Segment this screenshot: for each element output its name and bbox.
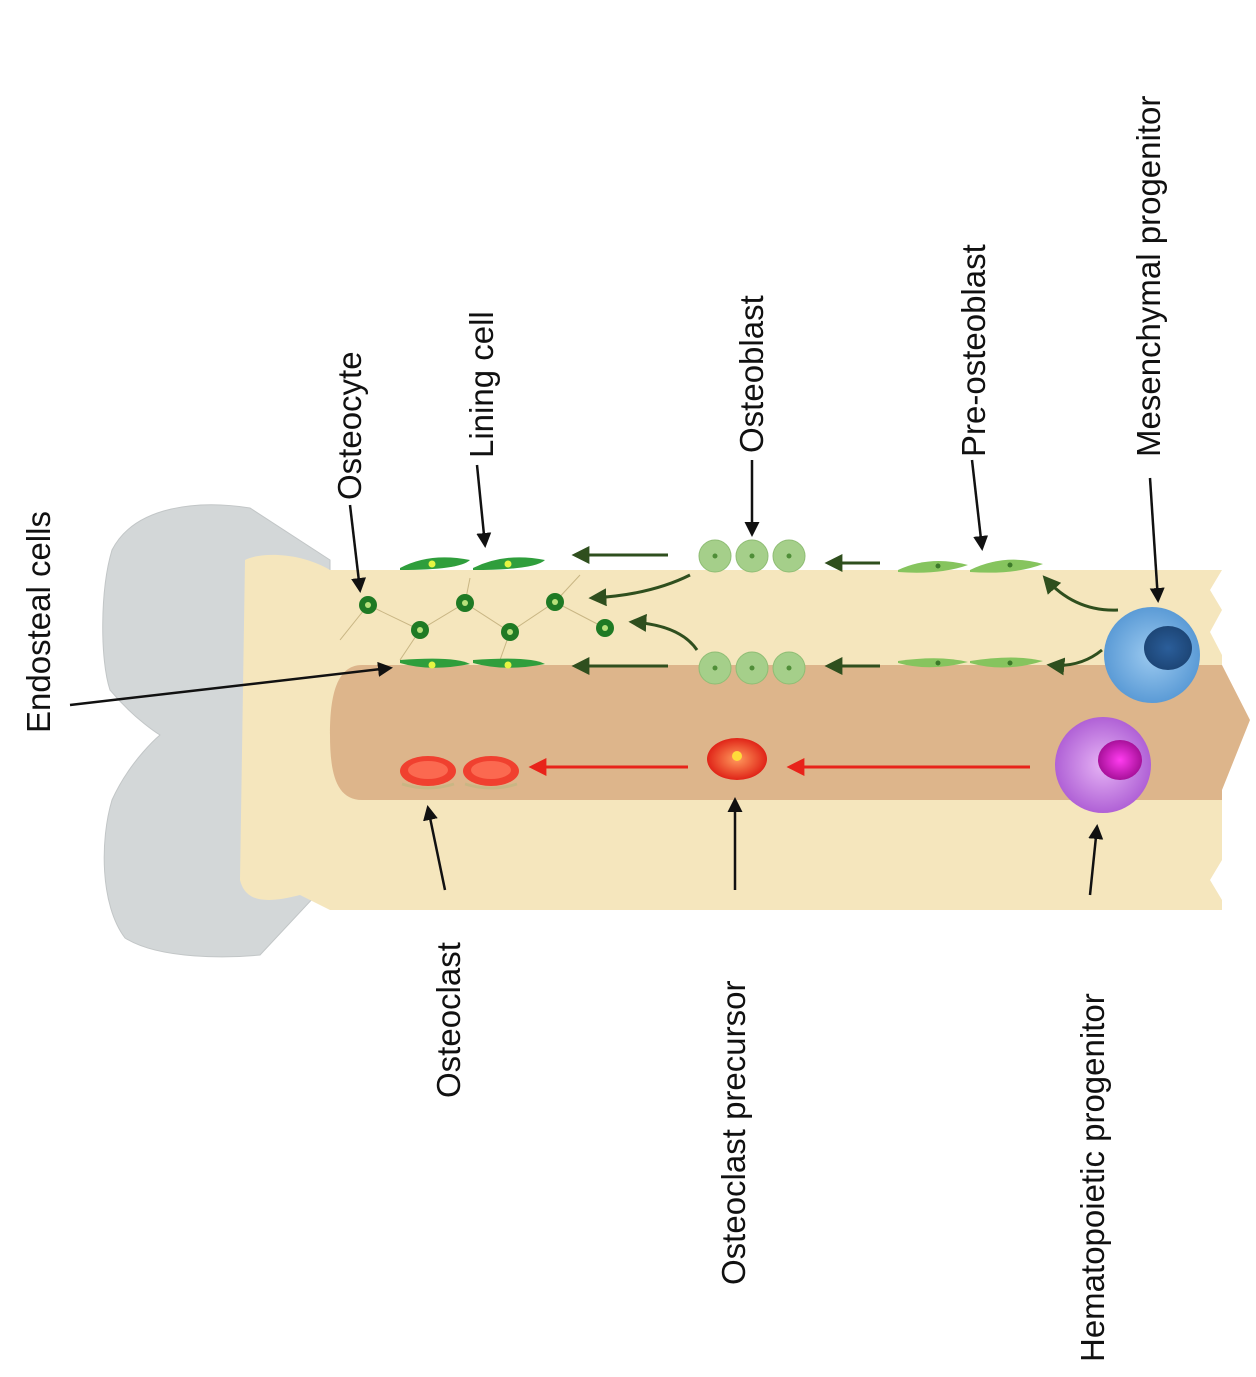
label-endosteal-cells: Endosteal cells — [20, 511, 57, 733]
osteoblasts-bottom — [699, 652, 805, 684]
osteoblasts-top — [699, 540, 805, 572]
label-osteoblast: Osteoblast — [733, 295, 770, 453]
label-lining-cell: Lining cell — [463, 311, 500, 458]
hematopoietic-progenitor-cell — [1055, 717, 1151, 813]
label-hematopoietic-progenitor: Hematopoietic progenitor — [1074, 993, 1111, 1362]
label-osteoclast-precursor: Osteoclast precursor — [715, 981, 752, 1285]
label-osteoclast: Osteoclast — [430, 942, 467, 1098]
label-mesenchymal-progenitor: Mesenchymal progenitor — [1130, 96, 1167, 457]
lining-cells-top — [400, 557, 545, 570]
osteoclast-precursor-cell — [707, 738, 767, 780]
label-osteocyte: Osteocyte — [331, 351, 368, 500]
label-pre-osteoblast: Pre-osteoblast — [955, 244, 992, 457]
mesenchymal-progenitor-cell — [1104, 607, 1200, 703]
